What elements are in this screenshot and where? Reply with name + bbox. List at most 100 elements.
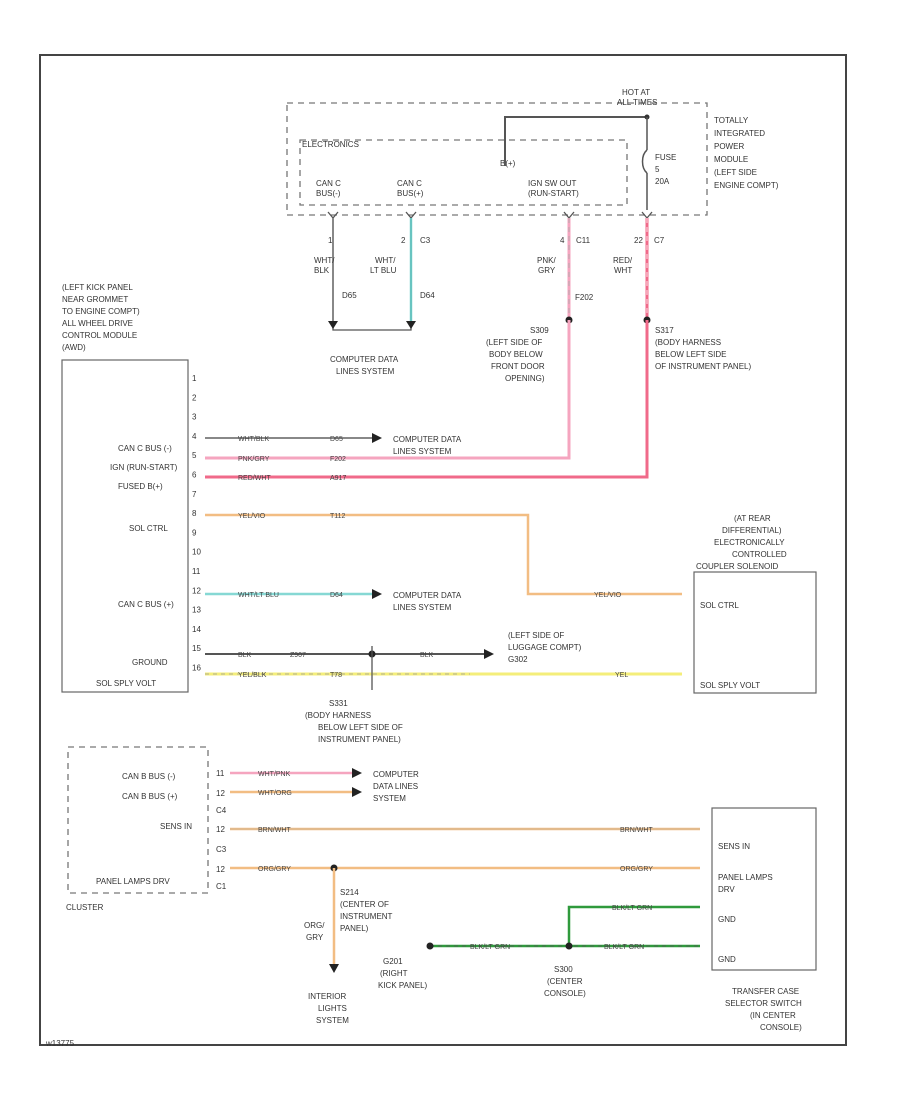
awd-pin-4: 4 bbox=[192, 432, 197, 441]
cluster-sens-in: SENS IN bbox=[160, 822, 192, 831]
tipm-ign-out-2: (RUN-START) bbox=[528, 189, 579, 198]
tipm-can-c-2: CAN C bbox=[397, 179, 422, 188]
wire-t78-color: YEL/BLK bbox=[238, 672, 267, 679]
s214-label-1: (CENTER OF bbox=[340, 900, 389, 909]
awd-pin-13: 13 bbox=[192, 606, 201, 615]
awd-pin-11: 11 bbox=[192, 567, 201, 576]
awd-label-fused: FUSED B(+) bbox=[118, 482, 163, 491]
s214-label-2: INSTRUMENT bbox=[340, 912, 393, 921]
tipm-can-c-1: CAN C bbox=[316, 179, 341, 188]
tipm-outline bbox=[286, 102, 708, 216]
top-wires: WHT/ BLK D65 WHT/ LT BLU D64 COMPUTER DA… bbox=[314, 218, 751, 383]
tipm-bplus-label: B(+) bbox=[500, 159, 516, 168]
wire-sens-in-color-b: BRN/WHT bbox=[620, 827, 653, 834]
wire-d65-circuit: D65 bbox=[330, 436, 343, 443]
cluster-dest-3: SYSTEM bbox=[373, 794, 406, 803]
awd-pin-6: 6 bbox=[192, 471, 197, 480]
tcase-title-0: TRANSFER CASE bbox=[732, 987, 799, 996]
s309-label-4: OPENING) bbox=[505, 374, 545, 383]
cluster-can-b-neg: CAN B BUS (-) bbox=[122, 772, 176, 781]
tipm-can-c-2b: BUS(+) bbox=[397, 189, 424, 198]
coupler-solenoid: (AT REAR DIFFERENTIAL) ELECTRONICALLY CO… bbox=[594, 514, 817, 694]
awd-module: (LEFT KICK PANEL NEAR GROMMET TO ENGINE … bbox=[61, 283, 201, 693]
arrow-can-b-pos bbox=[352, 787, 362, 797]
wire-d64-dest-1: COMPUTER DATA bbox=[393, 591, 462, 600]
s300-label-2: CONSOLE) bbox=[544, 989, 586, 998]
tipm-name-4: (LEFT SIDE bbox=[714, 168, 757, 177]
cluster-panel-lamps: PANEL LAMPS DRV bbox=[96, 877, 170, 886]
wire-w3-color2: GRY bbox=[538, 266, 556, 275]
diff-title-1: DIFFERENTIAL) bbox=[722, 526, 782, 535]
tipm-pin-2: 2 bbox=[401, 236, 406, 245]
diff-title-2: ELECTRONICALLY bbox=[714, 538, 785, 547]
awd-title-4: CONTROL MODULE bbox=[62, 331, 137, 340]
cluster-pin-4: C3 bbox=[216, 845, 227, 854]
wire-t112 bbox=[205, 513, 682, 596]
wire-z907-color: BLK bbox=[238, 652, 252, 659]
coupler-solenoid-box bbox=[693, 571, 817, 694]
tipm-fuse-symbol bbox=[641, 149, 648, 174]
diff-wire-in: YEL/VIO bbox=[594, 592, 622, 599]
awd-pin-3: 3 bbox=[192, 413, 197, 422]
cluster-dest-1: COMPUTER bbox=[373, 770, 419, 779]
wire-can-b-pos-color: WHT/ORG bbox=[258, 790, 292, 797]
awd-title-1: NEAR GROMMET bbox=[62, 295, 128, 304]
g302-dest-1: (LEFT SIDE OF bbox=[508, 631, 564, 640]
tcase-gnd-2: GND bbox=[718, 955, 736, 964]
interior-wire-color-2: GRY bbox=[306, 933, 324, 942]
tcase-sens-in: SENS IN bbox=[718, 842, 750, 851]
tipm-electronics-label: ELECTRONICS bbox=[302, 140, 359, 149]
tipm-pin-4: 4 bbox=[560, 236, 565, 245]
awd-label-can-c-pos: CAN C BUS (+) bbox=[118, 600, 174, 609]
wire-panel-lamps-color: ORG/GRY bbox=[258, 866, 291, 873]
tipm-ign-out-1: IGN SW OUT bbox=[528, 179, 577, 188]
wire-w4-color1: RED/ bbox=[613, 256, 633, 265]
awd-label-sol-sply: SOL SPLY VOLT bbox=[96, 679, 156, 688]
awd-pin-5: 5 bbox=[192, 451, 197, 460]
computer-data-top-2: LINES SYSTEM bbox=[336, 367, 395, 376]
s214-label-3: PANEL) bbox=[340, 924, 369, 933]
awd-module-box bbox=[61, 359, 189, 693]
awd-pin-15: 15 bbox=[192, 644, 201, 653]
wire-w1-color1: WHT/ bbox=[314, 256, 335, 265]
wire-sens-in-color: BRN/WHT bbox=[258, 827, 291, 834]
awd-pin-16: 16 bbox=[192, 664, 201, 673]
wire-f202 bbox=[205, 320, 571, 460]
diff-title-0: (AT REAR bbox=[734, 514, 771, 523]
diff-sol-ctrl: SOL CTRL bbox=[700, 601, 739, 610]
tipm-electronics-outline bbox=[299, 139, 628, 206]
tipm-name-5: ENGINE COMPT) bbox=[714, 181, 779, 190]
tipm-pin-22-conn: C7 bbox=[654, 236, 665, 245]
awd-pin-2: 2 bbox=[192, 393, 197, 402]
tipm-fuse-amp: 20A bbox=[655, 177, 670, 186]
diagram-frame bbox=[39, 54, 847, 1046]
s331-label-0: S331 bbox=[329, 699, 348, 708]
diff-sol-sply: SOL SPLY VOLT bbox=[700, 681, 760, 690]
tcase-title-3: CONSOLE) bbox=[760, 1023, 802, 1032]
wire-gnd-upper bbox=[567, 905, 700, 946]
cluster-pin-2: C4 bbox=[216, 806, 227, 815]
wire-w1-color2: BLK bbox=[314, 266, 330, 275]
awd-label-ign: IGN (RUN-START) bbox=[110, 463, 178, 472]
wire-t78-circuit: T78 bbox=[330, 672, 342, 679]
wire-w4-color2: WHT bbox=[614, 266, 632, 275]
cluster-pin-3: 12 bbox=[216, 825, 225, 834]
awd-title-5: (AWD) bbox=[62, 343, 86, 352]
s300-label-0: S300 bbox=[554, 965, 573, 974]
wire-f202-circuit: F202 bbox=[330, 456, 346, 463]
awd-title-3: ALL WHEEL DRIVE bbox=[62, 319, 133, 328]
diff-title-4: COUPLER SOLENOID bbox=[696, 562, 778, 571]
wire-w1-circuit: D65 bbox=[342, 291, 357, 300]
tcase-title-2: (IN CENTER bbox=[750, 1011, 796, 1020]
wire-w3-circuit: F202 bbox=[575, 293, 594, 302]
g302-dest-3: G302 bbox=[508, 655, 528, 664]
s309-label-3: FRONT DOOR bbox=[491, 362, 545, 371]
arrow-g302 bbox=[484, 649, 494, 659]
tipm-name-1: INTEGRATED bbox=[714, 129, 765, 138]
tipm-name-3: MODULE bbox=[714, 155, 748, 164]
tipm-pin-1: 1 bbox=[328, 236, 333, 245]
lower-section: S214 (CENTER OF INSTRUMENT PANEL) ORG/ G… bbox=[304, 864, 700, 1025]
ground-g201-dot bbox=[426, 942, 434, 950]
